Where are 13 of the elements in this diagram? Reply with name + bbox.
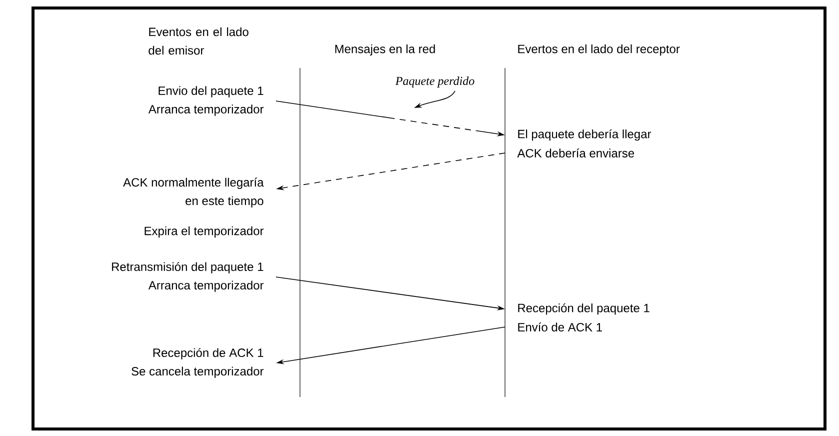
- event-text: Envío de ACK 1: [518, 322, 602, 332]
- event-text: Retransmisión del paquete 1 Arranca temporizador: [112, 262, 264, 292]
- event-text: Recepción del paquete 1: [518, 303, 650, 315]
- event-text: Expira el temporizador: [144, 226, 264, 238]
- event-text: Recepción de ACK 1 Se cancela temporizador: [132, 348, 264, 378]
- event-text: Envio del paquete 1 Arranca temporizador: [148, 86, 264, 116]
- column-heading: Eventos en el lado del emisor: [148, 27, 248, 55]
- event-text: El paquete debería llegar: [518, 129, 652, 141]
- column-heading: Mensajes en la red: [335, 44, 435, 56]
- event-text: ACK debería enviarse: [517, 148, 634, 158]
- callout-text: Paquete perdido: [395, 76, 474, 88]
- column-heading: Evertos en el lado del receptor: [518, 44, 680, 56]
- event-text: ACK normalmente llegaría en este tiempo: [123, 178, 264, 208]
